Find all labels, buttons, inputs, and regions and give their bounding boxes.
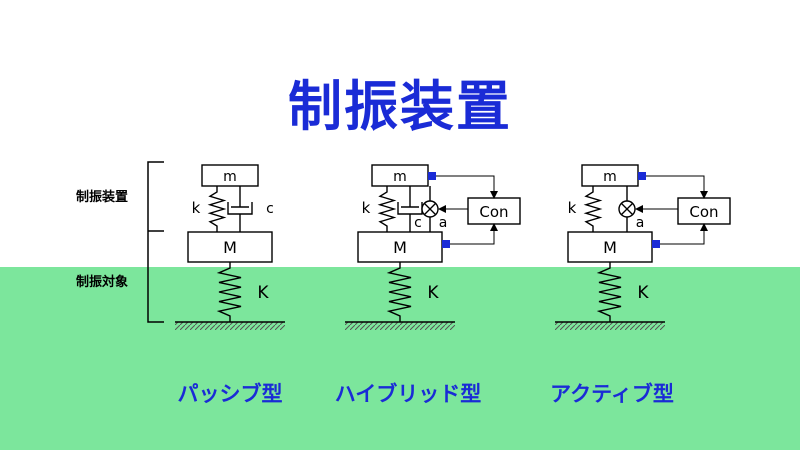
main-spring-label: K	[257, 283, 269, 303]
ground-hatch	[555, 322, 665, 330]
sensor-top	[428, 172, 436, 180]
ground-area	[0, 267, 800, 450]
main-spring	[216, 262, 242, 322]
main-mass	[187, 231, 273, 263]
small-mass-label: m	[393, 169, 407, 185]
ground-hatch	[345, 322, 455, 330]
controller-label: Con	[689, 203, 718, 221]
system-2: K Mm k a Con	[555, 164, 731, 330]
signal-line-top	[436, 175, 498, 199]
system-0: K Mm k c	[175, 164, 285, 330]
bracket	[147, 161, 164, 323]
main-spring-label: K	[427, 283, 439, 303]
actuator-label: a	[439, 215, 448, 231]
small-mass	[201, 164, 259, 187]
signal-line-bottom	[660, 223, 708, 245]
small-spring-label: k	[192, 199, 201, 217]
main-spring	[386, 262, 412, 322]
controller-label: Con	[479, 203, 508, 221]
small-spring-label: k	[568, 199, 577, 217]
system-1: K Mm k c a Con	[345, 164, 521, 330]
small-spring	[377, 186, 397, 232]
target-label: 制振対象	[76, 275, 129, 290]
main-spring	[596, 262, 622, 322]
type-label-passive: パッシブ型	[177, 382, 283, 406]
sensor-bottom	[442, 240, 450, 248]
device-label: 制振装置	[76, 190, 129, 205]
actuator-icon	[618, 200, 636, 218]
actuator-label: a	[636, 215, 645, 231]
main-mass	[567, 231, 653, 263]
sensor-top	[638, 172, 646, 180]
ground-hatch	[175, 322, 285, 330]
main-mass	[357, 231, 443, 263]
signal-line-bottom	[450, 223, 498, 245]
small-mass-label: m	[603, 169, 617, 185]
sensor-bottom	[652, 240, 660, 248]
small-spring-label: k	[362, 199, 371, 217]
main-mass-label: M	[393, 238, 407, 257]
type-label-hybrid: ハイブリッド型	[334, 382, 482, 406]
signal-line-top	[646, 175, 708, 199]
main-mass-label: M	[223, 238, 237, 257]
damper-label: c	[414, 215, 422, 231]
small-spring	[583, 186, 603, 232]
page-title: 制振装置	[288, 75, 512, 138]
damper	[227, 186, 253, 232]
main-spring-label: K	[637, 283, 649, 303]
actuator-icon	[421, 200, 439, 218]
small-mass-label: m	[223, 169, 237, 185]
small-spring	[207, 186, 227, 232]
damper-label: c	[266, 201, 274, 217]
main-mass-label: M	[603, 238, 617, 257]
type-label-active: アクティブ型	[550, 382, 674, 406]
